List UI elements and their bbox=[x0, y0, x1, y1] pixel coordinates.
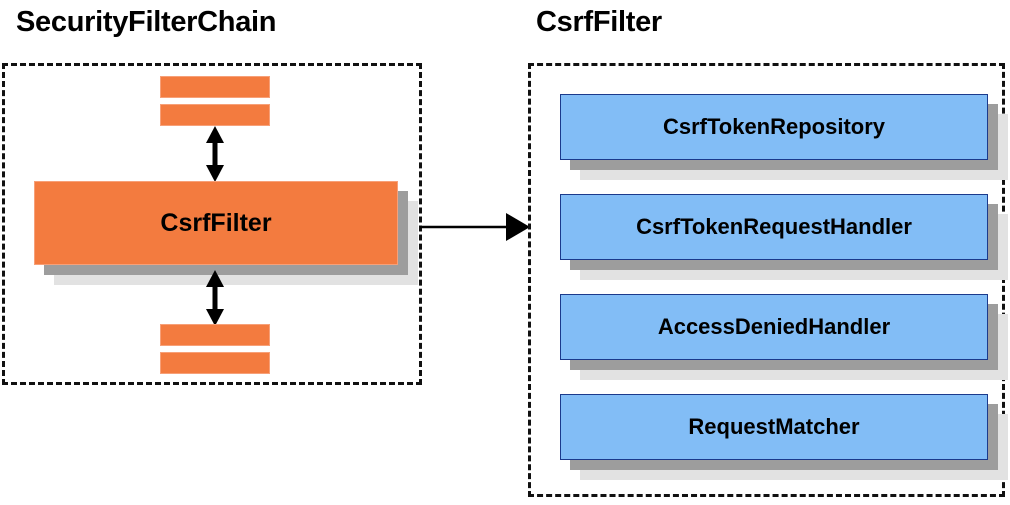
filter-bar-top-1 bbox=[160, 76, 270, 98]
arrow-right-icon bbox=[420, 213, 530, 241]
csrf-filter-label: CsrfFilter bbox=[34, 181, 398, 265]
collaborator-label: AccessDeniedHandler bbox=[560, 294, 988, 360]
collaborator-csrf-token-repository[interactable]: CsrfTokenRepository bbox=[560, 94, 1008, 180]
collaborator-access-denied-handler[interactable]: AccessDeniedHandler bbox=[560, 294, 1008, 380]
csrf-filter-container bbox=[528, 63, 1005, 497]
collaborator-request-matcher[interactable]: RequestMatcher bbox=[560, 394, 1008, 480]
filter-bar-bottom-2 bbox=[160, 352, 270, 374]
double-arrow-down-icon bbox=[206, 270, 224, 326]
collaborator-label: CsrfTokenRepository bbox=[560, 94, 988, 160]
filter-bar-top-2 bbox=[160, 104, 270, 126]
collaborator-csrf-token-request-handler[interactable]: CsrfTokenRequestHandler bbox=[560, 194, 1008, 280]
page-title-csrf-filter: CsrfFilter bbox=[536, 6, 662, 38]
double-arrow-up-icon bbox=[206, 126, 224, 182]
page-title-security-filter-chain: SecurityFilterChain bbox=[16, 6, 277, 38]
filter-bar-bottom-1 bbox=[160, 324, 270, 346]
csrf-filter-block[interactable]: CsrfFilter bbox=[34, 181, 418, 285]
collaborator-label: CsrfTokenRequestHandler bbox=[560, 194, 988, 260]
collaborator-label: RequestMatcher bbox=[560, 394, 988, 460]
security-filter-chain-container bbox=[2, 63, 422, 385]
